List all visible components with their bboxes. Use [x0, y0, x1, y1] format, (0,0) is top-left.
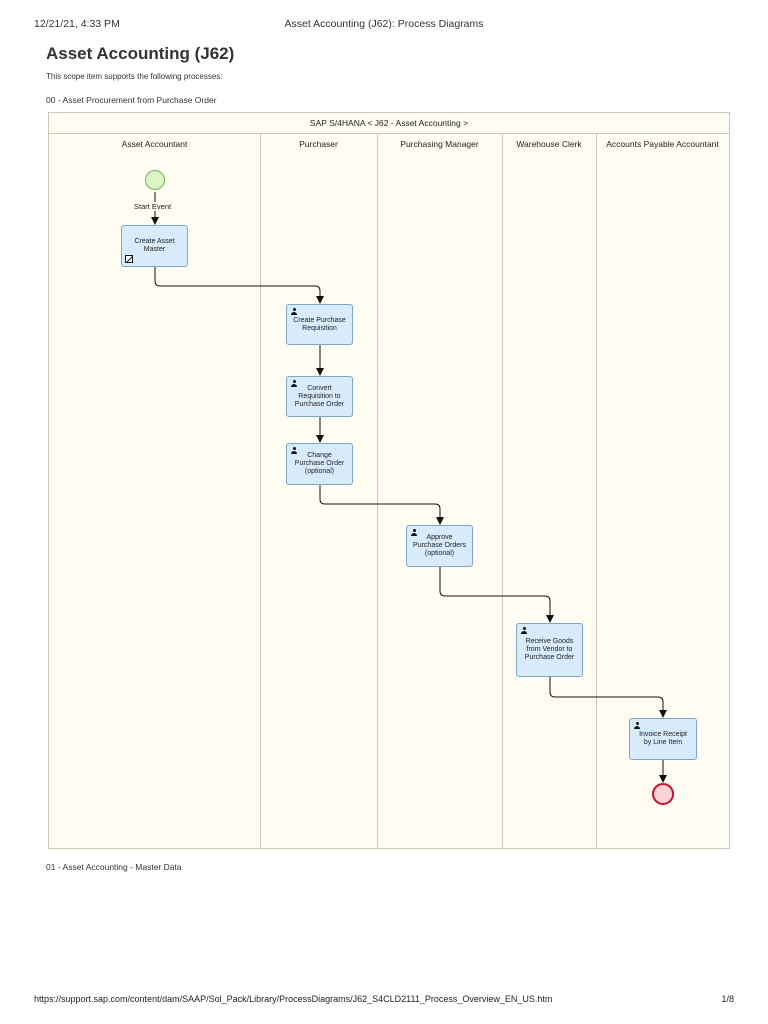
task-receive-goods-from-vendor[interactable]: Receive Goods from Vendor to Purchase Or… — [516, 623, 583, 677]
user-icon — [290, 447, 298, 455]
lane-purchasing-manager: Purchasing Manager — [377, 133, 503, 848]
intro-text: This scope item supports the following p… — [46, 72, 223, 81]
task-label: Receive Goods from Vendor to Purchase Or… — [524, 638, 575, 661]
task-convert-requisition-to-purchase-order[interactable]: Convert Requisition to Purchase Order — [286, 376, 353, 417]
page-title: Asset Accounting (J62) — [46, 44, 235, 63]
process-diagram: SAP S/4HANA < J62 - Asset Accounting > A… — [48, 112, 730, 849]
lane-asset-accountant: Asset Accountant — [49, 133, 261, 848]
task-create-asset-master[interactable]: Create Asset Master — [121, 225, 188, 267]
start-event-label: Start Event — [134, 202, 172, 211]
pool-title: SAP S/4HANA < J62 - Asset Accounting > — [49, 113, 729, 134]
task-label: Change Purchase Order (optional) — [294, 452, 345, 475]
flow-to-approve-purchase-orders — [319, 485, 444, 525]
print-footer-url: https://support.sap.com/content/dam/SAAP… — [34, 994, 553, 1004]
task-label: Create Purchase Requisition — [293, 316, 346, 332]
process-heading-asset-procurement[interactable]: 00 - Asset Procurement from Purchase Ord… — [46, 95, 217, 105]
task-create-purchase-requisition[interactable]: Create Purchase Requisition — [286, 304, 353, 345]
task-label: Invoice Receipt by Line Item — [639, 731, 687, 746]
flow-to-receive-goods — [439, 567, 554, 623]
lane-title: Purchasing Manager — [400, 139, 479, 149]
system-task-icon — [125, 255, 133, 263]
lane-warehouse-clerk: Warehouse Clerk — [502, 133, 597, 848]
print-header-title: Asset Accounting (J62): Process Diagrams — [284, 18, 484, 30]
task-label: Convert Requisition to Purchase Order — [294, 384, 345, 408]
sequence-flows — [151, 192, 667, 783]
task-label: Approve Purchase Orders (optional) — [413, 534, 466, 557]
flow-to-invoice-receipt — [549, 677, 667, 718]
lane-title: Accounts Payable Accountant — [606, 139, 719, 149]
user-icon — [520, 627, 528, 635]
user-icon — [290, 380, 298, 388]
user-icon — [410, 529, 418, 537]
user-icon — [633, 722, 641, 730]
task-invoice-receipt-by-line-item[interactable]: Invoice Receipt by Line Item — [629, 718, 697, 760]
task-label: Create Asset Master — [134, 238, 175, 253]
lane-title: Purchaser — [299, 139, 338, 149]
user-icon — [290, 308, 298, 316]
start-event[interactable] — [145, 170, 165, 190]
lane-title: Asset Accountant — [121, 139, 188, 149]
print-date: 12/21/21, 4:33 PM — [34, 18, 120, 30]
end-event[interactable] — [652, 783, 674, 805]
page-number: 1/8 — [721, 994, 734, 1004]
process-heading-master-data[interactable]: 01 - Asset Accounting - Master Data — [46, 862, 182, 872]
task-change-purchase-order[interactable]: Change Purchase Order (optional) — [286, 443, 353, 485]
task-approve-purchase-orders[interactable]: Approve Purchase Orders (optional) — [406, 525, 473, 567]
flow-to-create-purchase-requisition — [154, 267, 324, 304]
lane-title: Warehouse Clerk — [516, 139, 582, 149]
lane-accounts-payable-accountant: Accounts Payable Accountant — [596, 133, 730, 848]
lane-purchaser: Purchaser — [260, 133, 378, 848]
